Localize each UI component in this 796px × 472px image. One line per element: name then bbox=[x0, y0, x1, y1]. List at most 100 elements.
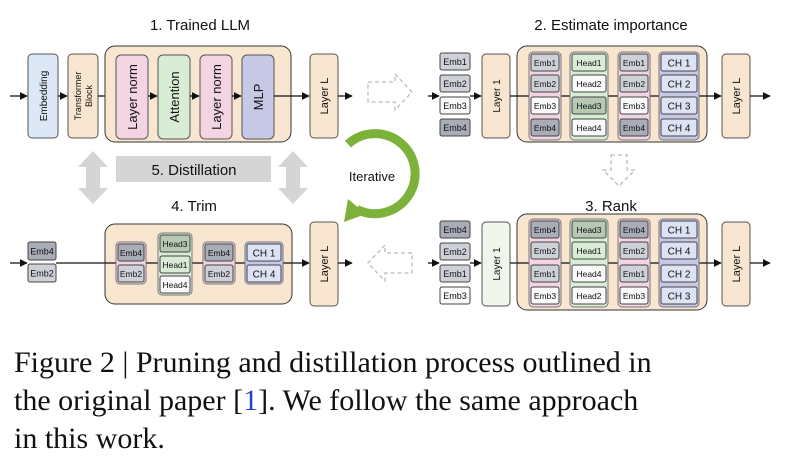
p3-layer1 bbox=[481, 221, 511, 307]
svg-text:Emb1: Emb1 bbox=[534, 269, 556, 279]
p2-c3: Emb1 Emb2 Emb3 Emb4 bbox=[617, 51, 651, 141]
p3-c1: Emb4 Emb2 Emb1 Emb3 bbox=[528, 218, 562, 308]
p4-head-0 bbox=[159, 234, 191, 253]
svg-text:Emb2: Emb2 bbox=[534, 79, 556, 89]
svg-text:Layer norm: Layer norm bbox=[125, 64, 140, 130]
p3-ch: CH 1 CH 4 CH 2 CH 3 bbox=[658, 218, 700, 308]
p4-ch-1 bbox=[246, 264, 282, 283]
citation-link[interactable]: 1 bbox=[243, 384, 259, 417]
svg-text:Head3: Head3 bbox=[576, 225, 601, 235]
p3-emb-stack: Emb4 Emb2 Emb1 Emb3 bbox=[439, 220, 471, 305]
svg-text:Emb2: Emb2 bbox=[208, 269, 230, 279]
svg-text:CH 3: CH 3 bbox=[668, 102, 691, 113]
svg-text:Head1: Head1 bbox=[162, 260, 187, 270]
pruning-diagram: 1. Trained LLM Embedding Transformer Blo… bbox=[10, 17, 771, 311]
svg-text:Head2: Head2 bbox=[576, 291, 601, 301]
svg-text:Emb4: Emb4 bbox=[120, 248, 142, 258]
svg-text:CH 1: CH 1 bbox=[668, 226, 691, 237]
p2-ch: CH 1 CH 2 CH 3 CH 4 bbox=[658, 51, 700, 141]
transformer-label-1: Transformer bbox=[73, 72, 83, 121]
distillation-banner bbox=[116, 156, 271, 182]
distill-arrow-left bbox=[78, 151, 108, 204]
svg-text:Layer L: Layer L bbox=[731, 246, 743, 283]
caption-line-3: in this work. bbox=[14, 422, 165, 455]
p4-c3-1 bbox=[204, 264, 234, 283]
svg-text:Emb3: Emb3 bbox=[534, 291, 556, 301]
svg-text:Emb4: Emb4 bbox=[623, 225, 645, 235]
p2-c1: Emb1 Emb2 Emb3 Emb4 bbox=[528, 51, 562, 141]
svg-text:Layer L: Layer L bbox=[731, 78, 743, 115]
svg-text:Emb1: Emb1 bbox=[443, 57, 467, 67]
iterative-label: Iterative bbox=[349, 169, 395, 184]
svg-text:Emb3: Emb3 bbox=[623, 101, 645, 111]
dashed-arrow-down bbox=[601, 154, 637, 187]
svg-text:Head2: Head2 bbox=[576, 79, 601, 89]
svg-text:Emb4: Emb4 bbox=[443, 123, 467, 133]
svg-text:Emb4: Emb4 bbox=[534, 123, 556, 133]
svg-text:Emb2: Emb2 bbox=[623, 246, 645, 256]
mlp-block bbox=[241, 54, 275, 140]
title-trim: 4. Trim bbox=[171, 198, 217, 215]
svg-text:Emb4: Emb4 bbox=[623, 123, 645, 133]
p4-emb-0 bbox=[27, 241, 57, 261]
svg-text:Emb1: Emb1 bbox=[623, 269, 645, 279]
svg-text:Emb2: Emb2 bbox=[534, 246, 556, 256]
svg-text:Emb3: Emb3 bbox=[443, 291, 467, 301]
svg-text:Emb2: Emb2 bbox=[443, 247, 467, 257]
svg-text:Head4: Head4 bbox=[576, 269, 601, 279]
svg-text:Emb4: Emb4 bbox=[30, 247, 54, 257]
layer-l-3 bbox=[721, 221, 751, 307]
embedding-label: Embedding bbox=[39, 71, 50, 122]
svg-text:Emb1: Emb1 bbox=[534, 58, 556, 68]
svg-text:CH 1: CH 1 bbox=[668, 59, 691, 70]
distillation-label: 5. Distillation bbox=[151, 162, 236, 179]
svg-text:Layer norm: Layer norm bbox=[209, 64, 224, 130]
p4-head-2 bbox=[159, 275, 191, 294]
svg-text:Emb2: Emb2 bbox=[30, 269, 54, 279]
attention-block bbox=[157, 54, 191, 140]
distill-arrow-right bbox=[278, 151, 308, 204]
svg-text:CH 1: CH 1 bbox=[253, 249, 276, 260]
transformer-label-2: Block bbox=[84, 85, 94, 108]
svg-text:CH 2: CH 2 bbox=[668, 270, 691, 281]
layer-norm-2 bbox=[199, 54, 233, 140]
svg-text:Head3: Head3 bbox=[576, 101, 601, 111]
title-trained: 1. Trained LLM bbox=[150, 17, 250, 34]
svg-text:Emb3: Emb3 bbox=[534, 101, 556, 111]
svg-text:Emb3: Emb3 bbox=[443, 101, 467, 111]
svg-text:Emb4: Emb4 bbox=[534, 225, 556, 235]
p4-c1-0 bbox=[117, 243, 145, 262]
p4-emb-1 bbox=[27, 263, 57, 283]
svg-text:Layer L: Layer L bbox=[319, 78, 331, 115]
svg-text:Head1: Head1 bbox=[576, 58, 601, 68]
svg-text:Layer L: Layer L bbox=[319, 246, 331, 283]
svg-text:Emb2: Emb2 bbox=[443, 79, 467, 89]
p4-c3-0 bbox=[204, 243, 234, 262]
svg-text:CH 4: CH 4 bbox=[668, 124, 691, 135]
p4-c1-1 bbox=[117, 264, 145, 283]
svg-text:Layer 1: Layer 1 bbox=[492, 247, 503, 281]
iterative-arrowhead bbox=[344, 199, 366, 222]
svg-text:CH 4: CH 4 bbox=[668, 247, 691, 258]
svg-text:Emb2: Emb2 bbox=[623, 79, 645, 89]
svg-text:Emb3: Emb3 bbox=[623, 291, 645, 301]
svg-text:Head4: Head4 bbox=[576, 123, 601, 133]
svg-text:Layer 1: Layer 1 bbox=[492, 79, 503, 113]
p2-emb-stack: Emb1 Emb2 Emb3 Emb4 bbox=[439, 52, 471, 137]
dashed-arrow-left bbox=[367, 243, 413, 283]
layer-norm-1 bbox=[115, 54, 149, 140]
caption-line-1: Figure 2 | Pruning and distillation proc… bbox=[14, 346, 652, 379]
svg-text:Emb2: Emb2 bbox=[120, 269, 142, 279]
dashed-arrow-right bbox=[367, 72, 413, 112]
svg-text:Emb1: Emb1 bbox=[443, 269, 467, 279]
svg-text:Head4: Head4 bbox=[162, 280, 187, 290]
p2-heads: Head1 Head2 Head3 Head4 bbox=[569, 51, 609, 141]
svg-text:Head1: Head1 bbox=[576, 246, 601, 256]
svg-text:MLP: MLP bbox=[251, 84, 266, 111]
svg-text:Emb4: Emb4 bbox=[443, 225, 467, 235]
p4-head-1 bbox=[159, 255, 191, 274]
p3-heads: Head3 Head1 Head4 Head2 bbox=[569, 218, 609, 308]
p3-c3: Emb4 Emb2 Emb1 Emb3 bbox=[617, 218, 651, 308]
svg-text:CH 4: CH 4 bbox=[253, 270, 276, 281]
iterative-cycle-arrow bbox=[344, 129, 420, 219]
